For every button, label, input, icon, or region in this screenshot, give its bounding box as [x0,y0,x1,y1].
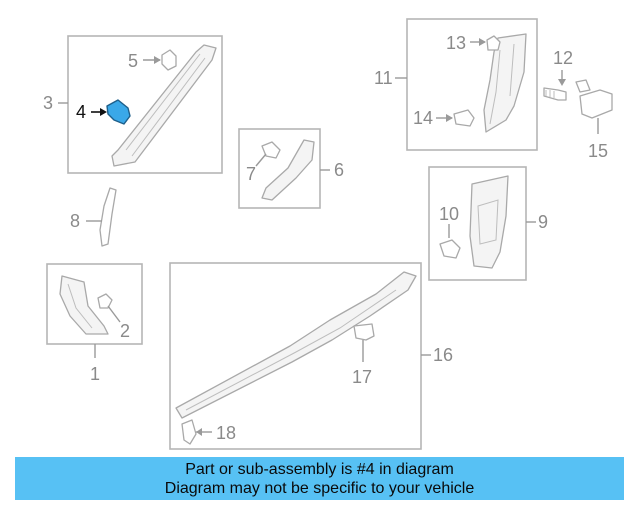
part-18-clip [181,419,197,445]
callout-11[interactable]: 11 [374,68,393,88]
callout-8[interactable]: 8 [70,211,80,231]
callout-18[interactable]: 18 [216,423,236,443]
group-box-16: 16 17 18 [169,262,453,450]
a-pillar-trim [111,44,217,167]
part-10-clip [439,239,461,259]
callout-10[interactable]: 10 [439,204,459,224]
part-12-bolt [543,87,567,101]
part-5-clip [161,49,177,71]
banner-line-part: Part or sub-assembly is #4 in diagram [185,460,454,478]
callout-2[interactable]: 2 [120,321,130,341]
callout-16[interactable]: 16 [433,345,453,365]
exploded-parts-diagram: 3 5 4 8 1 2 6 7 [43,18,613,450]
part-8-strip [99,187,117,247]
callout-7[interactable]: 7 [246,164,256,184]
part-1-trim [59,275,109,335]
part-2-clip [97,293,113,309]
part-17-clip [353,323,375,341]
leader-2 [107,305,121,323]
callout-14[interactable]: 14 [413,108,433,128]
banner-line-disclaimer: Diagram may not be specific to your vehi… [164,479,475,497]
callout-5[interactable]: 5 [128,51,138,71]
part-6-trim [261,139,315,201]
group-frame-3 [67,35,223,174]
part-14-clip [453,109,475,127]
callout-1[interactable]: 1 [90,364,100,384]
part-13-clip [486,35,501,51]
group-part-12-15: 12 15 [543,48,613,161]
info-banner: Part or sub-assembly is #4 in diagram Di… [15,457,624,500]
callout-12[interactable]: 12 [553,48,573,68]
callout-4[interactable]: 4 [76,102,86,122]
group-box-6: 6 7 [238,128,344,209]
group-frame-6 [238,128,321,209]
group-box-11: 11 13 14 [374,18,538,151]
group-frame-9 [428,166,527,281]
callout-6[interactable]: 6 [334,160,344,180]
group-frame-11 [406,18,538,151]
part-9-lower-trim [469,175,509,269]
part-4-highlighted[interactable] [106,99,131,125]
callout-3[interactable]: 3 [43,93,53,113]
group-box-9: 9 10 [428,166,548,281]
group-frame-16 [169,262,422,450]
callout-13[interactable]: 13 [446,33,466,53]
part-15-cover [579,89,613,119]
part-11-upper-trim [483,33,527,133]
callout-17[interactable]: 17 [352,367,372,387]
callout-15[interactable]: 15 [588,141,608,161]
leader-7 [255,153,267,167]
group-box-1: 1 2 [46,263,143,384]
group-part-8: 8 [70,187,117,247]
part-16-sill-plate [175,271,417,419]
group-box-3: 3 5 4 [43,35,223,174]
callout-9[interactable]: 9 [538,212,548,232]
